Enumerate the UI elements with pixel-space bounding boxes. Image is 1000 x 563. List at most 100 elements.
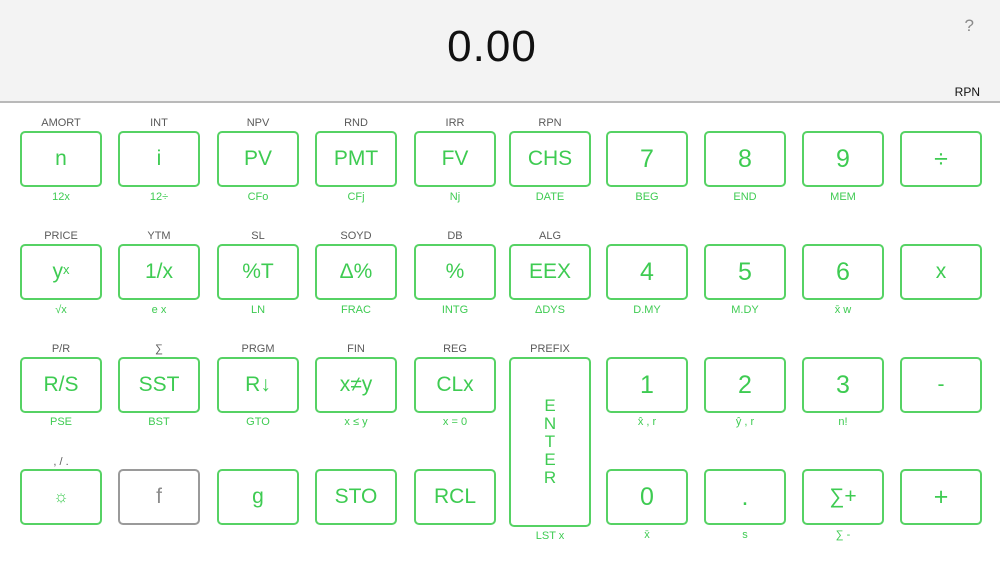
std-dev-label: s	[742, 529, 748, 541]
sun-icon: ☼	[53, 487, 69, 506]
digit-1-key[interactable]: 1	[606, 357, 688, 413]
end-label: END	[733, 191, 757, 203]
sigma-clear-label: ∑	[155, 343, 163, 355]
y-hat-r-label: ŷ , r	[735, 416, 755, 428]
pmt-key[interactable]: PMT	[315, 131, 397, 187]
dmy-label: D.MY	[633, 304, 661, 316]
sl-label: SL	[251, 230, 265, 242]
digit-5-key[interactable]: 5	[704, 244, 786, 300]
eex-key[interactable]: EEX	[509, 244, 591, 300]
digit-6-key[interactable]: 6	[802, 244, 884, 300]
digit-4-key[interactable]: 4	[606, 244, 688, 300]
rpn-label: RPN	[538, 117, 562, 129]
fv-key[interactable]: FV	[414, 131, 496, 187]
prefix-label: PREFIX	[530, 343, 570, 355]
digit-2-key[interactable]: 2	[704, 357, 786, 413]
y-power-x-exponent: x	[63, 261, 70, 277]
help-button[interactable]: ?	[964, 16, 974, 35]
x-bar-w-label: x̄ w	[834, 304, 852, 316]
intg-label: INTG	[441, 304, 469, 316]
e-x-label: e x	[151, 304, 167, 316]
ytm-label: YTM	[147, 230, 171, 242]
enter-letter: R	[543, 468, 557, 487]
roll-down-key[interactable]: R↓	[217, 357, 299, 413]
pv-key[interactable]: PV	[217, 131, 299, 187]
separator-label: , / .	[53, 456, 69, 468]
reciprocal-key[interactable]: 1/x	[118, 244, 200, 300]
digit-8-key[interactable]: 8	[704, 131, 786, 187]
reg-label: REG	[443, 343, 467, 355]
frac-label: FRAC	[341, 304, 371, 316]
alg-label: ALG	[538, 230, 561, 242]
prgm-label: PRGM	[241, 343, 275, 355]
cfo-label: CFo	[247, 191, 269, 203]
last-x-label: LST x	[535, 530, 565, 542]
digit-7-key[interactable]: 7	[606, 131, 688, 187]
divide-key[interactable]: ÷	[900, 131, 982, 187]
add-key[interactable]: +	[900, 469, 982, 525]
x-le-y-label: x ≤ y	[344, 416, 368, 428]
percent-total-key[interactable]: %T	[217, 244, 299, 300]
enter-key[interactable]: E N T E R	[509, 357, 591, 527]
db-label: DB	[447, 230, 463, 242]
12div-label: 12÷	[149, 191, 169, 203]
chs-key[interactable]: CHS	[509, 131, 591, 187]
subtract-key[interactable]: -	[900, 357, 982, 413]
fin-label: FIN	[347, 343, 365, 355]
sigma-plus-key[interactable]: ∑+	[802, 469, 884, 525]
display-value: 0.00	[447, 22, 537, 71]
amort-label: AMORT	[41, 117, 81, 129]
enter-letter: N	[543, 414, 557, 433]
rcl-key[interactable]: RCL	[414, 469, 496, 525]
sst-key[interactable]: SST	[118, 357, 200, 413]
x-eq-0-label: x = 0	[442, 416, 468, 428]
bst-label: BST	[148, 416, 170, 428]
percent-key[interactable]: %	[414, 244, 496, 300]
nj-label: Nj	[449, 191, 461, 203]
y-power-x-base: y	[52, 260, 64, 283]
g-key[interactable]: g	[217, 469, 299, 525]
digit-0-key[interactable]: 0	[606, 469, 688, 525]
multiply-key[interactable]: x	[900, 244, 982, 300]
enter-letter: T	[544, 432, 556, 451]
sigma-minus-label: ∑ -	[835, 529, 851, 541]
brightness-key[interactable]: ☼	[20, 469, 102, 525]
i-key[interactable]: i	[118, 131, 200, 187]
f-key[interactable]: f	[118, 469, 200, 525]
sto-key[interactable]: STO	[315, 469, 397, 525]
enter-letter: E	[544, 450, 556, 469]
enter-key-label: E N T E R	[544, 397, 556, 487]
irr-label: IRR	[445, 117, 465, 129]
digit-3-key[interactable]: 3	[802, 357, 884, 413]
digit-9-key[interactable]: 9	[802, 131, 884, 187]
delta-percent-key[interactable]: Δ%	[315, 244, 397, 300]
decimal-point-key[interactable]: .	[704, 469, 786, 525]
npv-label: NPV	[246, 117, 270, 129]
display-panel: 0.00 ? RPN	[0, 0, 1000, 103]
ln-label: LN	[250, 304, 266, 316]
x-exchange-y-key[interactable]: x≠y	[315, 357, 397, 413]
p-r-label: P/R	[51, 343, 71, 355]
n-key[interactable]: n	[20, 131, 102, 187]
cfj-label: CFj	[347, 191, 365, 203]
12x-label: 12x	[52, 191, 70, 203]
enter-letter: E	[544, 396, 556, 415]
run-stop-key[interactable]: R/S	[20, 357, 102, 413]
factorial-label: n!	[838, 416, 848, 428]
gto-label: GTO	[246, 416, 270, 428]
delta-days-label: ΔDYS	[535, 304, 565, 316]
date-label: DATE	[535, 191, 565, 203]
price-label: PRICE	[44, 230, 78, 242]
int-label: INT	[150, 117, 168, 129]
sqrt-x-label: √x	[55, 304, 67, 316]
pse-label: PSE	[49, 416, 72, 428]
mode-indicator: RPN	[954, 85, 980, 99]
rnd-label: RND	[344, 117, 368, 129]
beg-label: BEG	[635, 191, 659, 203]
clx-key[interactable]: CLx	[414, 357, 496, 413]
x-bar-label: x̄	[644, 529, 650, 541]
mdy-label: M.DY	[731, 304, 759, 316]
x-hat-r-label: x̂ , r	[637, 416, 657, 428]
